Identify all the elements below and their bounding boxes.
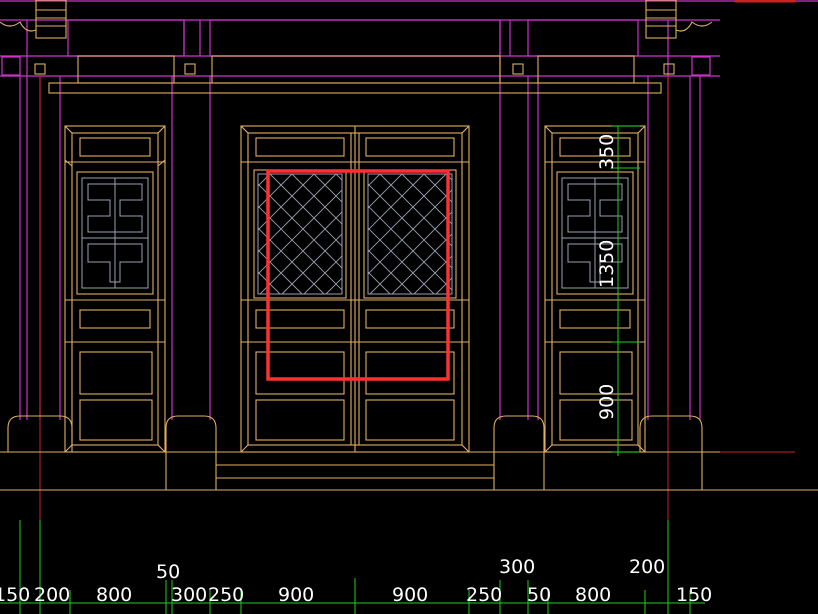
lattice-bar — [62, 174, 182, 294]
lattice-bar — [368, 183, 452, 269]
axis-lines — [39, 0, 796, 614]
lattice-bar — [291, 174, 342, 225]
lattice-bar — [128, 174, 248, 294]
dim-label: 150 — [0, 584, 30, 606]
vdim-1350: 1350 — [596, 240, 618, 288]
lattice-bar — [368, 205, 452, 291]
lattice-bar — [258, 174, 315, 231]
lattice-bar — [258, 174, 293, 209]
dim-label: 300 — [499, 556, 535, 578]
lattice-bar — [368, 227, 435, 294]
dim-label: 200 — [34, 584, 70, 606]
lattice-left — [81, 177, 149, 289]
lattice-bar — [490, 174, 610, 294]
lattice-bar — [379, 174, 452, 247]
outline-layer — [0, 0, 818, 491]
lattice-bar — [423, 174, 452, 203]
lattice-bar — [258, 293, 259, 294]
dim-label: 150 — [676, 584, 712, 606]
dim-label: 250 — [208, 584, 244, 606]
lattice-bar — [281, 233, 342, 294]
dim-label: 900 — [278, 584, 314, 606]
selection-box[interactable] — [266, 169, 450, 381]
lattice-bar — [368, 174, 403, 209]
lattice-bar — [391, 233, 452, 294]
lattice-bar — [258, 249, 303, 294]
lattice-bar — [269, 174, 342, 247]
lattice-right — [561, 177, 629, 289]
lattice-bar — [413, 255, 452, 294]
lattice-bar — [368, 249, 413, 294]
lattice-bar — [445, 174, 452, 181]
dim-label: 250 — [466, 584, 502, 606]
lattice-bar — [258, 174, 337, 253]
lattice-bar — [106, 174, 226, 294]
dim-label: 50 — [527, 584, 551, 606]
dim-label: 200 — [629, 556, 665, 578]
lattice-bar — [369, 211, 452, 294]
lattice-bar — [128, 174, 248, 294]
lattice-bar — [258, 227, 325, 294]
dim-label: 300 — [171, 584, 207, 606]
dim-label: 900 — [392, 584, 428, 606]
vdim-900: 900 — [596, 384, 618, 420]
lattice-bar — [258, 271, 281, 294]
lattice-bar — [446, 174, 566, 294]
lattice-bar — [258, 183, 342, 269]
dim-label: 800 — [96, 584, 132, 606]
lattice-bar — [368, 189, 452, 275]
lattice-bar — [84, 174, 204, 294]
dim-label: 50 — [156, 561, 180, 583]
lattice-bar — [368, 271, 391, 294]
vdim-350: 350 — [596, 134, 618, 170]
dim-label: 800 — [575, 584, 611, 606]
lattice-bar — [258, 189, 342, 275]
dimension-layer — [0, 125, 705, 614]
lattice-bar — [313, 174, 342, 203]
lattice-bar — [303, 255, 342, 294]
door-diamond-lattice-left — [62, 173, 566, 295]
lattice-bar — [368, 174, 447, 253]
lattice-bar — [401, 174, 452, 225]
door-diamond-lattice-right — [128, 173, 610, 295]
lattice-bar — [259, 211, 342, 294]
lattice-bar — [368, 174, 425, 231]
lattice-frame — [257, 173, 343, 295]
lattice-bar — [258, 205, 342, 291]
lattice-frame — [367, 173, 453, 295]
